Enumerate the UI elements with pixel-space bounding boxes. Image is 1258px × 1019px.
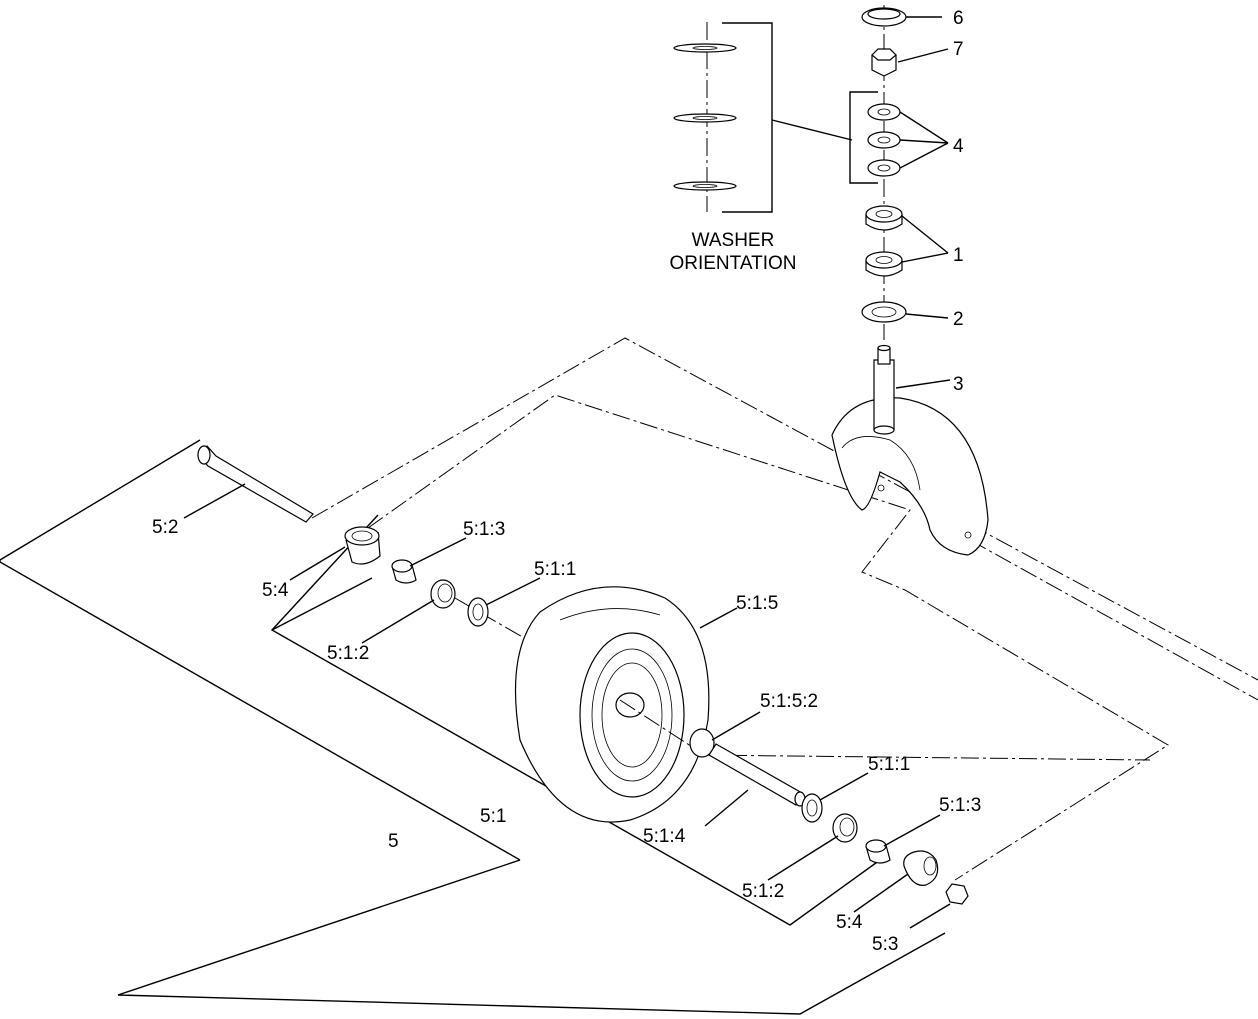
bearing-cup-right xyxy=(832,813,858,843)
bearing-cone-right xyxy=(801,793,823,823)
dust-cap xyxy=(861,7,907,27)
leader-lines xyxy=(183,16,951,929)
washer-a xyxy=(867,103,901,121)
callout-5-1-1-top: 5:1:1 xyxy=(534,559,576,580)
callout-5-1-3-top: 5:1:3 xyxy=(463,519,505,540)
washer-orientation-inset: WASHER ORIENTATION xyxy=(669,22,878,274)
wheel-assembly xyxy=(197,445,969,905)
washer-detail-2 xyxy=(673,113,737,123)
wheel-sleeve xyxy=(689,728,715,758)
wheel-tire xyxy=(514,586,710,823)
bearing-cone-left xyxy=(467,597,489,627)
grease-seal xyxy=(861,301,907,323)
axle-nut xyxy=(945,883,969,905)
washer-orientation-title-line2: ORIENTATION xyxy=(669,253,796,274)
callout-5-1-5: 5:1:5 xyxy=(736,593,778,614)
callout-7: 7 xyxy=(953,39,964,60)
callout-labels: 6 7 4 1 2 3 5:2 5:4 5:1:3 5:1:1 5:1:2 5:… xyxy=(152,8,981,955)
callout-5-1-1-right: 5:1:1 xyxy=(868,754,910,775)
callout-5-4-right: 5:4 xyxy=(836,912,863,933)
callout-5-1-5-2: 5:1:5:2 xyxy=(760,691,818,712)
callout-5-1-2-left: 5:1:2 xyxy=(327,643,369,664)
callout-1: 1 xyxy=(953,245,964,266)
bearing-cup-left xyxy=(430,579,456,609)
callout-6: 6 xyxy=(953,8,964,29)
callout-5: 5 xyxy=(388,831,399,852)
callout-2: 2 xyxy=(953,309,964,330)
callout-5-4-left: 5:4 xyxy=(262,580,289,601)
callout-3: 3 xyxy=(953,374,964,395)
callout-5-1-2-right: 5:1:2 xyxy=(742,881,784,902)
bushing-right xyxy=(865,839,891,864)
callout-5-1: 5:1 xyxy=(480,806,506,827)
spacer-right xyxy=(903,850,939,886)
tapered-bearing-lower xyxy=(865,251,903,277)
spacer-left xyxy=(344,526,381,565)
group-brackets xyxy=(0,439,946,1015)
caster-stack xyxy=(831,5,989,556)
callout-5-1-3-right: 5:1:3 xyxy=(939,795,981,816)
tapered-bearing-upper xyxy=(865,205,903,231)
callout-5-3: 5:3 xyxy=(872,934,898,955)
caster-spindle xyxy=(873,344,895,435)
callout-5-1-4: 5:1:4 xyxy=(643,826,686,847)
bushing-left xyxy=(391,559,417,584)
callout-5-2: 5:2 xyxy=(152,517,178,538)
caster-fork xyxy=(831,397,989,556)
axle-spacer-tube xyxy=(708,743,806,807)
washer-c xyxy=(867,159,901,177)
washer-detail-1 xyxy=(673,43,737,53)
washer-detail-3 xyxy=(673,181,737,191)
axle-bolt xyxy=(197,445,314,523)
washer-orientation-title-line1: WASHER xyxy=(692,230,775,251)
locknut xyxy=(871,48,897,77)
washer-b xyxy=(867,131,901,149)
callout-4: 4 xyxy=(953,136,964,157)
